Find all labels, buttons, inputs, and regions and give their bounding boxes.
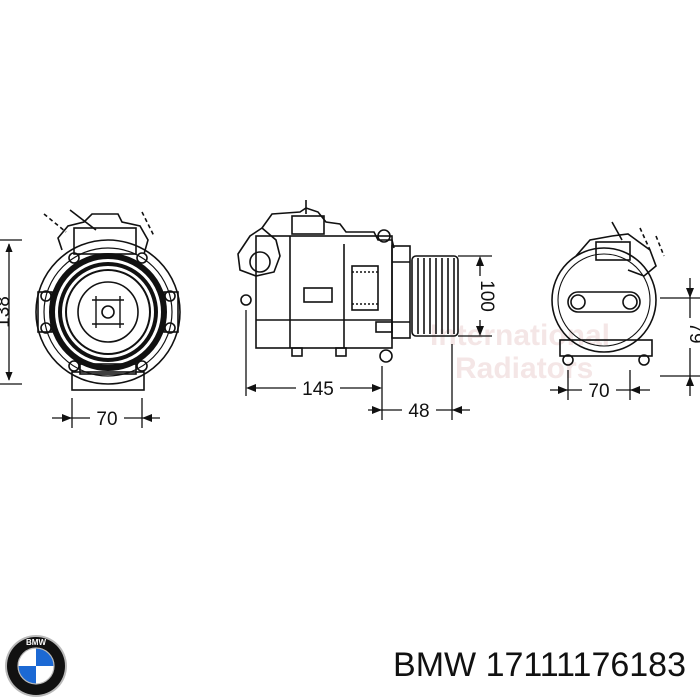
dim-pulley-depth: 48 bbox=[408, 401, 429, 422]
front-dimensions-arrows bbox=[62, 414, 152, 422]
dim-label-bg bbox=[90, 407, 124, 429]
bmw-logo-letters: BMW bbox=[26, 638, 46, 647]
front-view bbox=[35, 209, 181, 391]
dim-label-bg bbox=[582, 379, 616, 401]
dim-front-width: 70 bbox=[96, 409, 117, 430]
dim-pulley-diameter: 100 bbox=[476, 280, 497, 312]
dim-rear-width: 70 bbox=[588, 381, 609, 402]
dim-label-bg bbox=[470, 276, 492, 320]
watermark-line2: Radiators bbox=[455, 352, 593, 385]
dim-side-length: 145 bbox=[302, 379, 334, 400]
rear-dimensions-arrows bbox=[558, 288, 694, 394]
part-caption: BMW 17111176183 bbox=[393, 646, 686, 685]
bmw-logo: BMW bbox=[5, 635, 67, 697]
dim-label-bg bbox=[679, 318, 700, 348]
watermark: International Radiators bbox=[430, 319, 610, 385]
side-view bbox=[237, 200, 459, 363]
dim-label-bg bbox=[402, 399, 436, 421]
dim-label-bg bbox=[296, 377, 340, 399]
dim-front-height: 138 bbox=[0, 296, 14, 328]
brand-name: BMW bbox=[393, 646, 477, 684]
rear-view bbox=[551, 221, 665, 366]
side-dimensions-arrows bbox=[246, 256, 484, 414]
dim-rear-height: 79 bbox=[685, 322, 700, 343]
part-number: 17111176183 bbox=[485, 646, 686, 684]
front-dimensions bbox=[0, 239, 160, 428]
technical-drawing: International Radiators bbox=[0, 200, 700, 430]
